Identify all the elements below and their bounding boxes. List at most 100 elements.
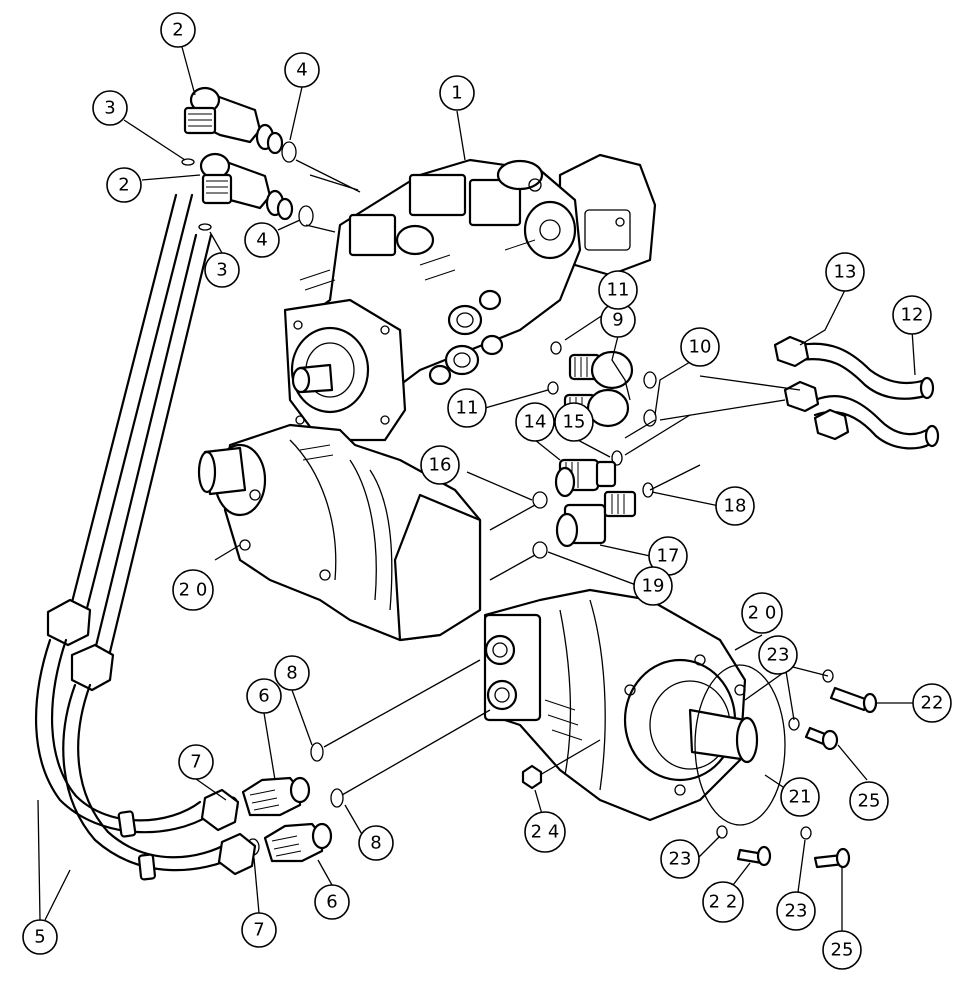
callout-label: 2 0 [748, 603, 777, 624]
adapter-fitting-17 [555, 490, 637, 548]
callout-label: 6 [258, 686, 269, 707]
callout-label: 15 [563, 412, 586, 433]
callout-balloon-20: 2 0 [172, 569, 214, 611]
o-ring-4-upper [281, 141, 297, 163]
o-ring-8-upper [310, 742, 324, 762]
callout-balloon-25: 25 [849, 781, 889, 821]
nut-24 [521, 764, 543, 790]
o-ring-3-upper [181, 158, 195, 166]
callout-label: 2 4 [531, 822, 560, 843]
callout-label: 21 [789, 787, 812, 808]
callout-label: 8 [286, 663, 297, 684]
callout-label: 2 [118, 175, 129, 196]
callout-label: 25 [831, 940, 854, 961]
o-ring-8-lower [330, 788, 344, 808]
o-ring-4-lower [298, 205, 314, 227]
callout-balloon-8: 8 [274, 655, 310, 691]
elbow-fitting-9 [563, 350, 634, 428]
o-ring-18 [642, 482, 654, 498]
callout-label: 23 [767, 645, 790, 666]
hose-assembly-5 [34, 193, 257, 881]
callout-balloon-23: 23 [758, 635, 798, 675]
callout-balloon-22: 2 2 [702, 881, 744, 923]
callout-balloon-10: 10 [680, 327, 720, 367]
callout-balloon-6: 6 [314, 884, 350, 920]
callout-balloon-2: 2 [106, 167, 142, 203]
callout-balloon-13: 13 [825, 252, 865, 292]
callout-balloon-7: 7 [241, 912, 277, 948]
callout-label: 9 [612, 310, 623, 331]
callout-label: 1 [451, 83, 462, 104]
o-ring-3-lower [198, 223, 212, 231]
callout-label: 11 [607, 280, 630, 301]
callout-balloon-6: 6 [246, 678, 282, 714]
callout-label: 22 [921, 693, 944, 714]
callout-balloon-24: 2 4 [524, 811, 566, 853]
callout-label: 8 [370, 833, 381, 854]
callout-label: 6 [326, 892, 337, 913]
drive-motor-upper [197, 423, 482, 642]
callout-balloon-5: 5 [22, 919, 58, 955]
callout-label: 7 [253, 920, 264, 941]
callout-label: 2 2 [709, 892, 738, 913]
callout-balloon-11: 11 [598, 270, 638, 310]
callout-balloon-2: 2 [160, 12, 196, 48]
callout-label: 7 [190, 752, 201, 773]
callout-label: 16 [429, 455, 452, 476]
callout-balloon-17: 17 [648, 536, 688, 576]
callout-label: 25 [858, 791, 881, 812]
hose-12-13 [773, 335, 940, 450]
callout-label: 11 [456, 398, 479, 419]
callout-balloon-18: 18 [715, 486, 755, 526]
callout-label: 5 [34, 927, 45, 948]
bolts-and-washers [521, 669, 878, 869]
callout-label: 19 [642, 576, 665, 597]
callout-label: 12 [901, 305, 924, 326]
callout-label: 4 [296, 60, 307, 81]
callout-balloon-1: 1 [439, 75, 475, 111]
o-ring-16 [532, 491, 548, 509]
callout-label: 18 [724, 496, 747, 517]
o-ring-15 [611, 450, 623, 466]
callout-label: 23 [669, 849, 692, 870]
callout-balloon-19: 19 [633, 566, 673, 606]
callout-label: 4 [256, 230, 267, 251]
callout-balloon-4: 4 [244, 222, 280, 258]
callout-label: 2 [172, 20, 183, 41]
callout-label: 17 [657, 546, 680, 567]
adapter-fitting-14 [554, 458, 617, 498]
callout-balloon-7: 7 [178, 744, 214, 780]
callout-balloon-11: 11 [447, 388, 487, 428]
callout-balloon-20: 2 0 [741, 592, 783, 634]
callout-label: 2 0 [179, 580, 208, 601]
callout-label: 23 [785, 901, 808, 922]
callout-balloon-12: 12 [892, 295, 932, 335]
callout-balloon-3: 3 [92, 90, 128, 126]
callout-label: 14 [524, 412, 547, 433]
o-ring-10-lower [643, 409, 657, 427]
callout-balloon-16: 16 [420, 445, 460, 485]
callout-balloon-25: 25 [822, 930, 862, 970]
elbow-fitting-lower [199, 152, 294, 221]
callout-label: 13 [834, 262, 857, 283]
straight-fitting-6 [241, 776, 333, 863]
drive-motor-lower [483, 588, 759, 822]
o-ring-19 [532, 541, 548, 559]
o-ring-10-upper [643, 371, 657, 389]
callout-balloon-14: 14 [515, 402, 555, 442]
o-ring-11-upper [550, 341, 562, 355]
callout-balloon-15: 15 [554, 402, 594, 442]
callout-balloon-23: 23 [660, 839, 700, 879]
callout-label: 3 [104, 98, 115, 119]
callout-label: 10 [689, 337, 712, 358]
callout-balloon-8: 8 [358, 825, 394, 861]
callout-balloon-22: 22 [912, 683, 952, 723]
o-ring-11-lower [547, 381, 559, 395]
elbow-fitting-upper [183, 86, 284, 155]
callout-balloon-4: 4 [284, 52, 320, 88]
leader-lines [37, 46, 916, 932]
callout-label: 3 [216, 260, 227, 281]
hydrostatic-pump-assembly [283, 153, 657, 442]
seal-ring-21 [694, 664, 786, 826]
